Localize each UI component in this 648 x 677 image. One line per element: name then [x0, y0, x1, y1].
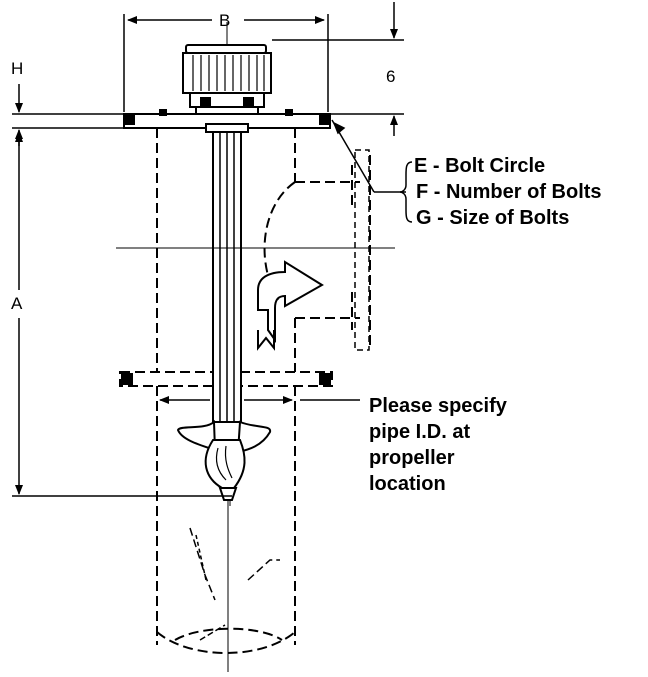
propeller [176, 419, 272, 501]
dimension-h-label: H [11, 59, 23, 78]
dimension-lines [12, 2, 413, 497]
shaft [212, 131, 242, 423]
flow-arrow [257, 260, 324, 351]
pipe-id-note-line-1: Please specify [369, 395, 508, 417]
bolt-circle-label: E - Bolt Circle [414, 155, 545, 177]
motor-height-label: 6 [386, 67, 395, 86]
size-of-bolts-label: G - Size of Bolts [416, 207, 569, 229]
number-of-bolts-label: F - Number of Bolts [416, 181, 602, 203]
pipe-id-note-line-4: location [369, 473, 446, 495]
center-lines [116, 22, 395, 672]
top-flange [123, 109, 331, 133]
dimension-a-label: A [11, 294, 23, 313]
outlet-flange [354, 149, 370, 351]
motor [182, 44, 272, 115]
pipe-id-note-line-3: propeller [369, 447, 455, 469]
pipe-id-note-line-2: pipe I.D. at [369, 421, 470, 443]
pipe-outline [156, 128, 371, 654]
pipe-inner-details [189, 527, 280, 641]
dimension-b-label: B [219, 11, 230, 30]
